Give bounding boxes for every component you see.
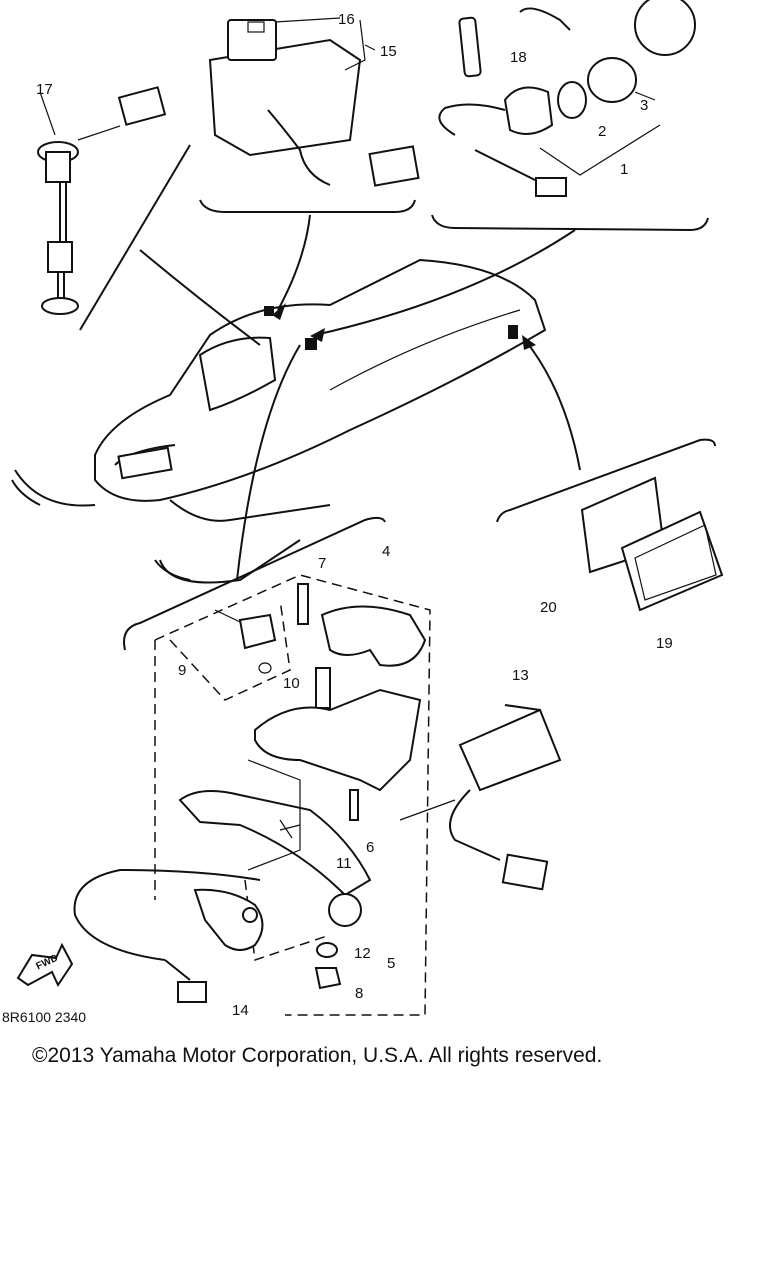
inset-relay-15-16	[199, 17, 420, 213]
inset-main-switch-1-2-3-18	[431, 0, 709, 232]
callout-14: 14	[232, 1002, 249, 1019]
document-code: 8R6100 2340	[2, 1009, 87, 1025]
throttle-assembly	[73, 516, 431, 1016]
inset-sensor-17	[37, 86, 191, 331]
callout-8: 8	[355, 985, 364, 1002]
callout-12: 12	[354, 945, 371, 962]
callout-13: 13	[512, 667, 529, 684]
pointer-arrows	[139, 214, 581, 581]
callout-16: 16	[338, 11, 355, 28]
callout-10: 10	[283, 675, 300, 692]
parts-13-19-20	[399, 438, 724, 891]
copyright-notice: ©2013 Yamaha Motor Corporation, U.S.A. A…	[32, 1044, 603, 1067]
callout-20: 20	[540, 599, 557, 616]
callout-11: 11	[336, 855, 352, 872]
callout-1: 1	[620, 161, 629, 178]
forward-arrow-icon	[16, 942, 74, 988]
snowmobile-body	[11, 258, 547, 584]
callout-5: 5	[387, 955, 396, 972]
callout-19: 19	[656, 635, 673, 652]
callout-3: 3	[640, 97, 649, 114]
callout-4: 4	[382, 543, 391, 560]
callout-15: 15	[380, 43, 397, 60]
callout-18: 18	[510, 49, 527, 66]
exploded-parts-diagram: 17 16 15 18 3 2 1 7 4 20 19 9 10 13 6 11…	[11, 0, 724, 1019]
callout-17: 17	[36, 81, 53, 98]
diagram-drawing	[11, 0, 724, 1016]
callout-6: 6	[366, 839, 375, 856]
callout-7: 7	[318, 555, 327, 572]
callout-2: 2	[598, 123, 607, 140]
callout-9: 9	[178, 662, 187, 679]
